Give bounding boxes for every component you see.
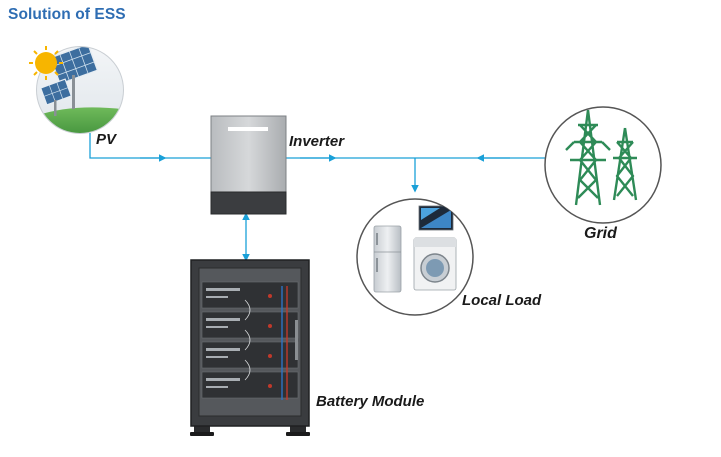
fridge-icon — [373, 225, 402, 293]
page-title: Solution of ESS — [8, 6, 126, 23]
pv-label: PV — [96, 131, 117, 148]
pv-to-inverter-line — [89, 133, 211, 159]
sun-icon — [29, 46, 63, 80]
inverter-label: Inverter — [289, 133, 345, 150]
connection-lines — [89, 133, 548, 262]
power-pylon-icon — [544, 106, 662, 224]
inverter-icon — [210, 115, 287, 215]
tv-icon — [418, 205, 454, 231]
solar-panel-icon — [29, 46, 124, 134]
washing-machine-icon — [413, 237, 457, 291]
local-load-label: Local Load — [462, 292, 542, 309]
battery-module-label: Battery Module — [316, 393, 425, 410]
grid-label: Grid — [584, 225, 617, 242]
battery-modules — [201, 281, 299, 400]
home-appliances-icon — [356, 198, 474, 316]
battery-rack-icon — [190, 259, 310, 436]
